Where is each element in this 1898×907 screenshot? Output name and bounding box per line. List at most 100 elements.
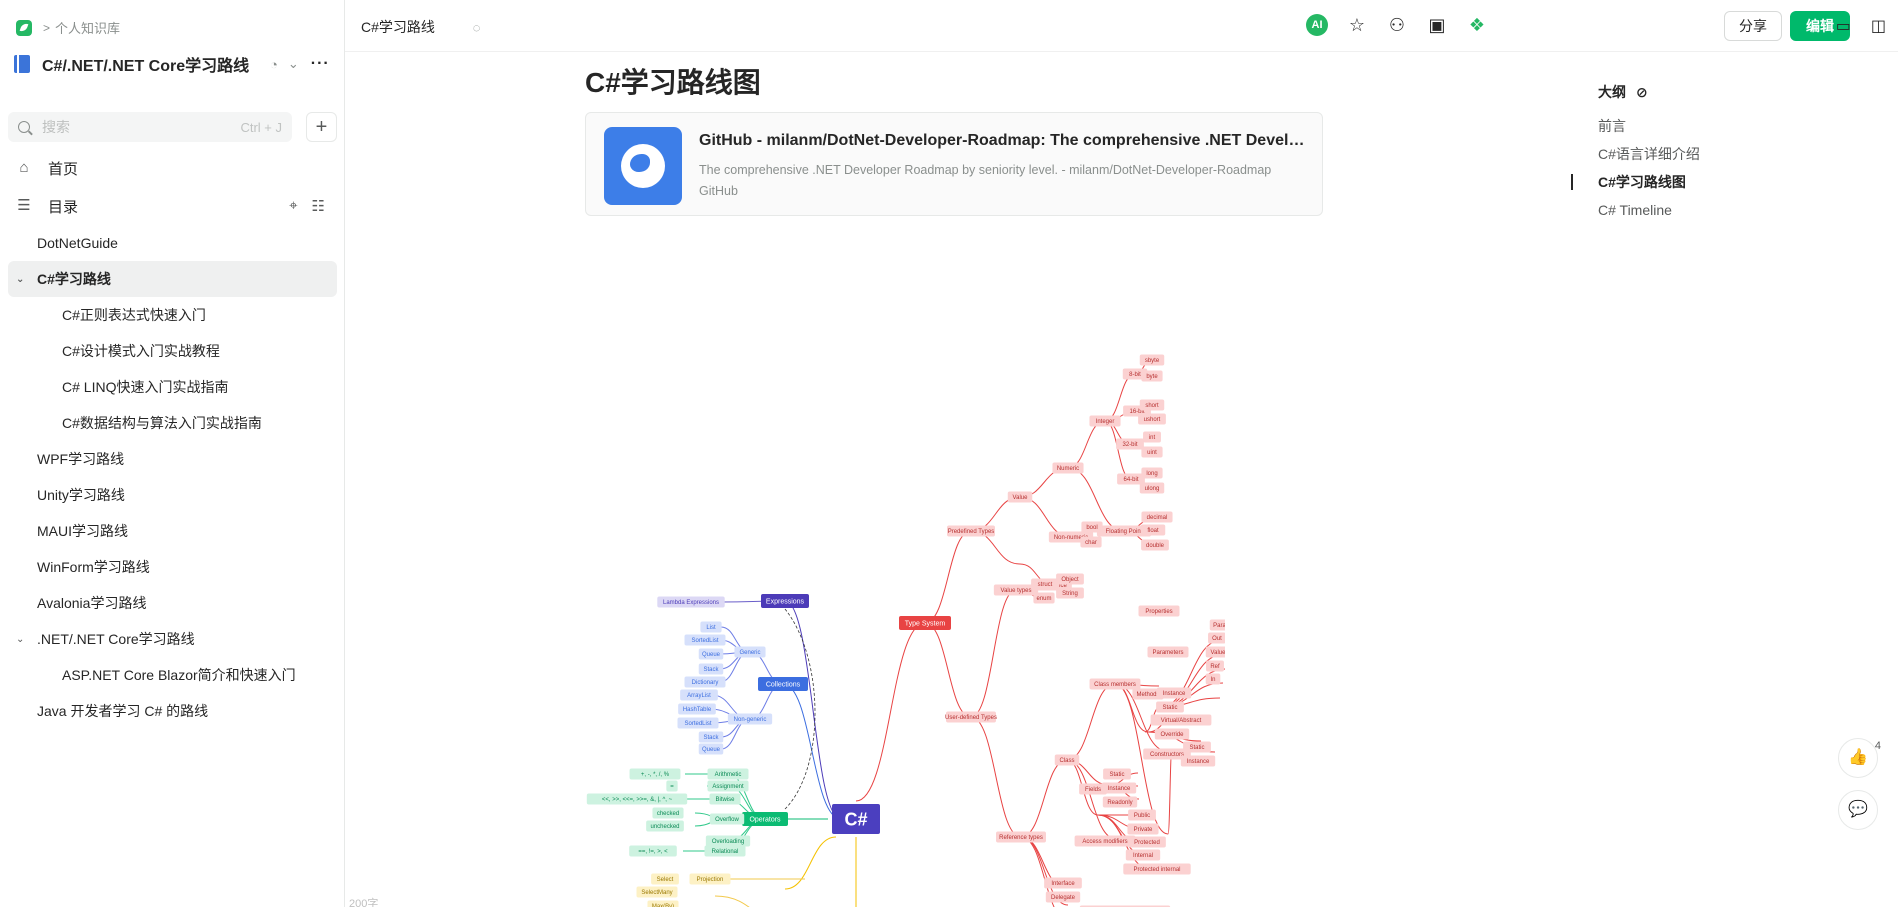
tree-item[interactable]: ASP.NET Core Blazor简介和快速入门 — [8, 657, 337, 693]
mindmap-label-object: Object — [1061, 577, 1079, 583]
mindmap-node-param — [1209, 619, 1225, 631]
visibility-icon[interactable]: ◔ — [270, 56, 278, 72]
search-shortcut: Ctrl + J — [240, 119, 282, 135]
mindmap-node-select — [651, 873, 679, 885]
mindmap-node-overflow — [709, 813, 745, 825]
breadcrumb-library[interactable]: 个人知识库 — [55, 21, 121, 36]
tree-item[interactable]: Unity学习路线 — [8, 477, 337, 513]
hide-outline-icon[interactable]: ⊘ — [1636, 83, 1648, 100]
doc-header: C#学习路线 ◌ AI ☆ ⚇ ▣ ❖ 分享 编辑 ▭ ◫ — [345, 0, 1898, 52]
outline-item[interactable]: 前言 — [1598, 118, 1626, 134]
mindmap-edge — [784, 600, 842, 820]
star-icon[interactable]: ☆ — [1348, 15, 1366, 35]
mindmap-node-c_static — [1183, 741, 1211, 753]
tree-item[interactable]: C#数据结构与算法入门实战指南 — [8, 405, 337, 441]
tree-item-label: C#正则表达式快速入门 — [62, 307, 206, 323]
mindmap-edge — [1167, 748, 1173, 835]
mindmap-label-decimal: decimal — [1147, 515, 1168, 521]
mindmap-label-arraylist: ArrayList — [687, 693, 711, 699]
locate-icon[interactable]: ⌖ — [289, 197, 298, 214]
nav-home[interactable]: ⌂ 首页 — [8, 152, 337, 184]
mindmap-label-assign: Assignment — [712, 784, 744, 790]
tree-item[interactable]: MAUI学习路线 — [8, 513, 337, 549]
mindmap-dashed-link — [784, 608, 816, 810]
tree-item[interactable]: WPF学习路线 — [8, 441, 337, 477]
tree-item-label: DotNetGuide — [37, 235, 118, 251]
link-card[interactable]: GitHub - milanm/DotNet-Developer-Roadmap… — [585, 112, 1323, 216]
mindmap-node-bitwise_ops — [586, 793, 688, 805]
nav-toc[interactable]: ☰ 目录 ⌖ ☷ — [8, 190, 337, 222]
mindmap-node-maxby — [647, 900, 679, 907]
comment-icon[interactable]: ▭ — [1835, 18, 1851, 35]
knowledge-base-name[interactable]: C#/.NET/.NET Core学习路线 — [42, 58, 250, 75]
search-icon — [18, 121, 30, 133]
outline-item[interactable]: C#学习路线图 — [1571, 168, 1838, 196]
tree-item[interactable]: DotNetGuide — [8, 225, 337, 261]
apps-icon[interactable]: ❖ — [1468, 15, 1486, 35]
share-button[interactable]: 分享 — [1724, 11, 1782, 41]
search-box[interactable]: Ctrl + J — [8, 112, 292, 142]
mindmap-label-unchecked: unchecked — [650, 824, 679, 830]
mindmap-label-override: Override — [1160, 732, 1184, 738]
mindmap-node-value — [1007, 491, 1033, 503]
mindmap-node-object — [1056, 573, 1084, 585]
mindmap-label-arith_ops: +, -, *, /, % — [641, 772, 670, 778]
mindmap-label-parameters: Parameters — [1152, 650, 1183, 656]
mindmap-node-assign_ops — [666, 780, 678, 792]
mindmap-node-constructors — [1143, 748, 1191, 760]
mindmap-edge — [970, 589, 1017, 718]
tree-item[interactable]: C# LINQ快速入门实战指南 — [8, 369, 337, 405]
outline-item[interactable]: C#语言详细介绍 — [1598, 146, 1700, 162]
mindmap-label-methods: Methods — [1136, 692, 1159, 698]
tree-item[interactable]: WinForm学习路线 — [8, 549, 337, 585]
mindmap-label-value: Value — [1013, 495, 1029, 501]
mindmap-node-decimal — [1141, 511, 1173, 523]
tree-item[interactable]: ⌄.NET/.NET Core学习路线 — [8, 621, 337, 657]
mindmap-edge — [924, 622, 972, 718]
mindmap-label-floating: Floating Point — [1106, 529, 1143, 535]
chevron-down-icon[interactable]: ⌄ — [287, 56, 299, 71]
tree-item[interactable]: Java 开发者学习 C# 的路线 — [8, 693, 337, 729]
mindmap-node-double — [1141, 539, 1169, 551]
outline-header: 大纲 ⊘ — [1598, 82, 1838, 102]
mindmap-label-class_members: Class members — [1094, 682, 1136, 688]
mindmap-node-long — [1141, 467, 1163, 479]
chevron-down-icon[interactable]: ⌄ — [16, 273, 25, 285]
tree-item[interactable]: C#设计模式入门实战教程 — [8, 333, 337, 369]
sync-status-icon: ◌ — [472, 20, 481, 35]
more-icon[interactable]: ··· — [310, 55, 330, 72]
tree-item[interactable]: ⌄C#学习路线 — [8, 261, 337, 297]
mindmap-node-floating — [1096, 525, 1152, 537]
doc-tab[interactable]: C#学习路线 ◌ — [361, 17, 481, 37]
mindmap-label-public: Public — [1134, 813, 1150, 819]
mindmap-label-nongeneric: Non-generic — [734, 717, 767, 723]
mindmap-node-int — [1143, 431, 1161, 443]
tree-item[interactable]: C#正则表达式快速入门 — [8, 297, 337, 333]
add-collaborator-icon[interactable]: ⚇ — [1388, 15, 1406, 35]
like-button[interactable]: 👍 4 — [1838, 738, 1881, 778]
add-button[interactable]: + — [306, 112, 337, 142]
outline-item[interactable]: C# Timeline — [1598, 202, 1672, 218]
mindmap-node-access — [1074, 835, 1136, 847]
chevron-down-icon[interactable]: ⌄ — [16, 633, 25, 645]
panel-toggle-icon[interactable]: ◫ — [1870, 18, 1886, 35]
mindmap-edge — [784, 836, 837, 890]
knowledge-base-title[interactable]: C#/.NET/.NET Core学习路线 ◔ ⌄ ··· — [14, 52, 332, 76]
mindmap-label-internal: Internal — [1133, 853, 1153, 859]
mindmap-node-class — [1054, 754, 1080, 766]
ai-icon[interactable]: AI — [1306, 14, 1328, 36]
mindmap-label-expressions: Expressions — [766, 599, 805, 606]
breadcrumb[interactable]: > 个人知识库 — [16, 18, 120, 37]
search-input[interactable] — [42, 119, 241, 135]
mindmap-label-value_types: Value types — [1001, 588, 1032, 594]
list-icon[interactable]: ☷ — [311, 198, 325, 215]
mindmap-label-double: double — [1146, 543, 1165, 549]
edit-button[interactable]: 编辑 — [1790, 11, 1850, 41]
tree-item[interactable]: Avalonia学习路线 — [8, 585, 337, 621]
tree-item-label: Avalonia学习路线 — [37, 595, 147, 611]
mindmap-node-numeric — [1052, 462, 1084, 474]
card-title[interactable]: GitHub - milanm/DotNet-Developer-Roadmap… — [699, 132, 1311, 149]
mindmap-label-operators: Operators — [749, 817, 781, 824]
present-icon[interactable]: ▣ — [1428, 15, 1446, 35]
comment-button[interactable]: 💬 — [1838, 790, 1878, 830]
